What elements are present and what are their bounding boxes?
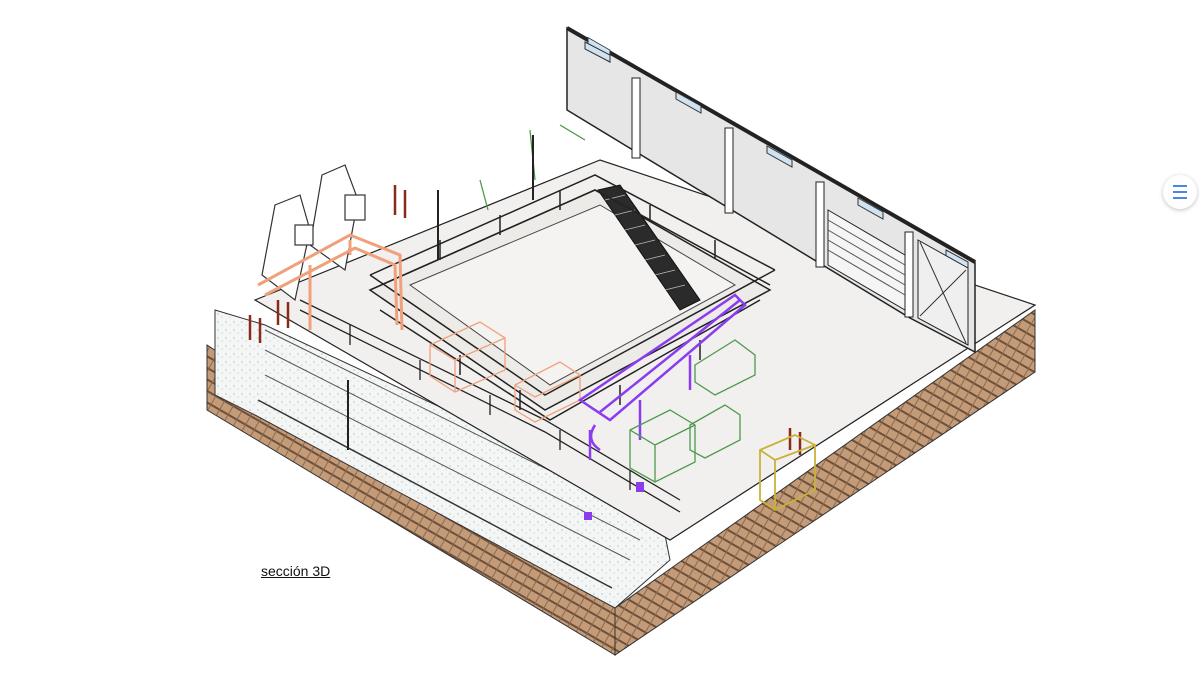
section-caption: sección 3D (261, 563, 331, 579)
hamburger-menu-icon (1173, 183, 1187, 201)
concrete-channel (214, 309, 671, 609)
stairs (597, 184, 701, 311)
soil-face-right (614, 309, 1036, 656)
menu-button[interactable] (1163, 175, 1197, 209)
left-machinery (261, 164, 366, 302)
pink-gantry (257, 233, 404, 331)
roller-door (827, 209, 906, 311)
yellow-box (759, 434, 816, 512)
green-equipment (479, 124, 756, 483)
purple-conveyor (577, 293, 747, 460)
